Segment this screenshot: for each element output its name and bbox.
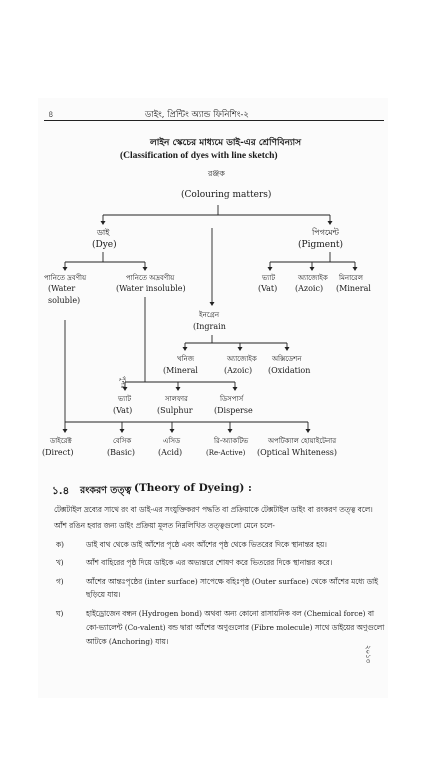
pigment-mineral-en: (Mineral (336, 284, 371, 293)
header-rule (44, 120, 384, 121)
ingrain-bn: ইনগ্রেন (199, 311, 220, 319)
water-insoluble-bn: পানিতে অদ্রবণীয় (126, 274, 175, 282)
direct-bn: ডাইরেক্ট (50, 437, 72, 445)
item-kha-label: খ) (56, 558, 64, 567)
side-mark: পুনঃ (119, 376, 127, 389)
reactive-en: (Re-Active) (206, 449, 246, 457)
ingrain-azoic-en: (Azoic) (224, 366, 253, 375)
optical-en: (Optical Whiteness) (257, 448, 338, 457)
reactive-bn: রি-অ্যাকটিভ (214, 437, 249, 445)
pigment-azoic-bn: অ্যাজোইক (298, 274, 328, 282)
item-kha-text: আঁশ বাহিরের পৃষ্ঠ দিয়ে ডাইকে এর অভ্যন্ত… (86, 558, 333, 567)
basic-bn: বেসিক (113, 437, 132, 445)
dye-node-en: (Dye) (92, 240, 117, 250)
water-insoluble-en: (Water insoluble) (116, 284, 186, 293)
ingrain-mineral-en: (Mineral (163, 366, 198, 375)
item-gha-label: ঘ) (56, 609, 64, 618)
water-soluble-en-1: (Water (48, 284, 76, 293)
section-number: ১.৪ (52, 485, 70, 497)
water-soluble-en-2: soluble) (48, 296, 81, 305)
intro-line-2: আঁশ রঙিন হবার জন্য ডাইং প্রক্রিয়া মূলত … (54, 521, 275, 530)
page-area (38, 98, 388, 698)
page-number: ৪ (48, 110, 54, 120)
insoluble-disperse-bn: ডিসপার্স (220, 395, 244, 403)
pigment-node-en: (Pigment) (298, 240, 343, 250)
item-ga-text-1: আঁশের আন্তঃপৃষ্ঠের (inter surface) সাপেক… (86, 577, 378, 586)
item-ka-label: ক) (56, 540, 64, 549)
pigment-vat-bn: ভ্যাট (262, 274, 276, 282)
pigment-node-bn: পিগমেন্ট (312, 228, 339, 237)
ingrain-en: (Ingrain (193, 322, 226, 331)
item-gha-text-1: হাইড্রোজেন বন্ধন (Hydrogen bond) অথবা অন… (86, 609, 375, 618)
section-heading-en: (Theory of Dyeing) : (134, 482, 252, 494)
acid-en: (Acid) (158, 448, 183, 457)
ingrain-oxidation-en: (Oxidation (268, 366, 311, 375)
item-ka-text: ডাই বাথ থেকে ডাই আঁশের পৃষ্ঠে এবং আঁশের … (86, 540, 327, 549)
acid-bn: এসিড (163, 437, 181, 445)
ingrain-mineral-bn: খনিজ (177, 355, 195, 363)
ingrain-azoic-bn: অ্যাজোইক (227, 355, 257, 363)
water-soluble-bn: পানিতে দ্রবণীয় (44, 274, 87, 282)
pigment-mineral-bn: মিনারেল (339, 274, 363, 282)
root-node-en: (Colouring matters) (181, 190, 272, 200)
ingrain-oxidation-bn: অক্সিডেশন (272, 355, 302, 363)
item-gha-text-3: আটকে (Anchoring) যায়। (86, 637, 169, 646)
optical-bn: অপটিক্যাল হোয়াইটেনার (268, 437, 337, 445)
insoluble-vat-en: (Vat) (113, 406, 133, 415)
insoluble-sulphur-bn: সালফার (165, 395, 188, 403)
pigment-azoic-en: (Azoic) (295, 284, 324, 293)
running-title: ডাইং, প্রিন্টিং অ্যান্ড ফিনিশিং-২ (145, 110, 249, 120)
basic-en: (Basic) (107, 448, 136, 457)
dye-node-bn: ডাই (97, 228, 110, 237)
section-heading-bn: রংকরণ তত্ত্ব (80, 485, 132, 496)
root-node-bn: রঞ্জক (208, 169, 225, 178)
insoluble-disperse-en: (Disperse (214, 406, 253, 415)
diagram-title-bn: লাইন স্কেচের মাধ্যমে ডাই-এর শ্রেণিবিন্যা… (150, 138, 302, 148)
diagram-title-en: (Classification of dyes with line sketch… (120, 151, 278, 161)
direct-en: (Direct) (42, 448, 74, 457)
intro-line-1: টেক্সটাইল দ্রব্যের সাথে রং বা ডাই-এর সংয… (54, 505, 373, 514)
insoluble-sulphur-en: (Sulphur (157, 406, 193, 415)
item-ga-label: গ) (56, 577, 64, 586)
side-page-number: ২০১৩ (364, 645, 372, 664)
item-ga-text-2: ছড়িয়ে যায়। (86, 590, 121, 599)
pigment-vat-en: (Vat) (258, 284, 278, 293)
item-gha-text-2: কো-ভ্যালেন্ট (Co-valent) বন্ড দ্বারা আঁশ… (86, 623, 385, 632)
insoluble-vat-bn: ভ্যাট (118, 395, 132, 403)
